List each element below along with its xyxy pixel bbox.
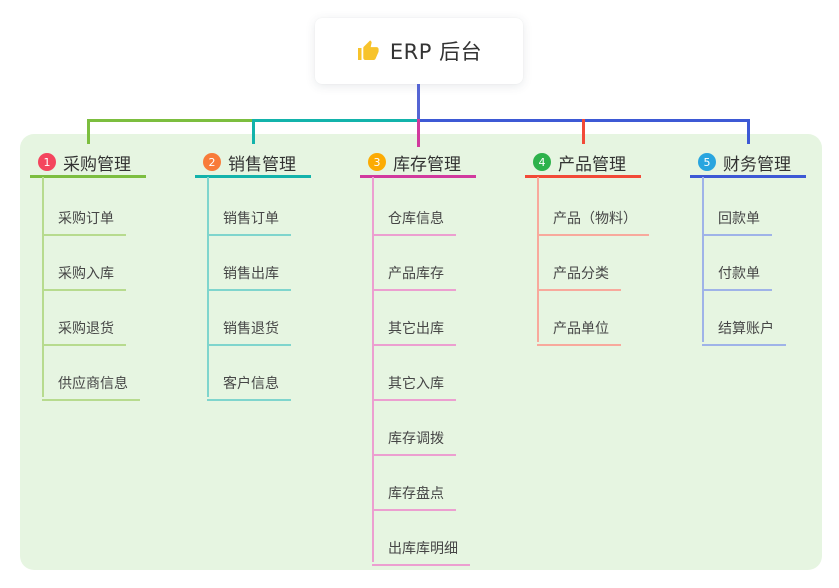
child-node[interactable]: 销售退货 xyxy=(207,312,291,346)
child-node[interactable]: 销售订单 xyxy=(207,202,291,236)
child-node[interactable]: 采购退货 xyxy=(42,312,126,346)
branch-spine-line xyxy=(207,177,209,397)
branch-title[interactable]: 2 销售管理 xyxy=(195,150,296,175)
child-label: 产品（物料） xyxy=(553,211,637,227)
child-label: 采购订单 xyxy=(58,211,114,227)
branches-panel xyxy=(20,134,822,570)
branch-label: 财务管理 xyxy=(723,154,791,175)
child-label: 销售出库 xyxy=(223,266,279,282)
child-node[interactable]: 客户信息 xyxy=(207,367,291,401)
branch-number-badge: 2 xyxy=(203,153,221,171)
child-node[interactable]: 产品分类 xyxy=(537,257,621,291)
branch-drop-line xyxy=(87,119,90,144)
child-label: 仓库信息 xyxy=(388,211,444,227)
child-node[interactable]: 回款单 xyxy=(702,202,772,236)
child-label: 其它出库 xyxy=(388,321,444,337)
child-label: 其它入库 xyxy=(388,376,444,392)
child-node[interactable]: 出库库明细 xyxy=(372,532,470,566)
branch-label: 库存管理 xyxy=(393,154,461,175)
child-label: 销售退货 xyxy=(223,321,279,337)
branch-title[interactable]: 4 产品管理 xyxy=(525,150,626,175)
root-node[interactable]: ERP 后台 xyxy=(315,18,523,84)
branch-spine-line xyxy=(42,177,44,397)
child-node[interactable]: 其它出库 xyxy=(372,312,456,346)
branch-number-badge: 4 xyxy=(533,153,551,171)
child-label: 库存盘点 xyxy=(388,486,444,502)
child-label: 客户信息 xyxy=(223,376,279,392)
branch-underline xyxy=(360,175,476,178)
root-title: ERP 后台 xyxy=(389,40,483,64)
child-label: 库存调拨 xyxy=(388,431,444,447)
child-node[interactable]: 产品单位 xyxy=(537,312,621,346)
child-label: 回款单 xyxy=(718,211,760,227)
branch-spine-line xyxy=(537,177,539,342)
child-node[interactable]: 库存调拨 xyxy=(372,422,456,456)
branch-title[interactable]: 1 采购管理 xyxy=(30,150,131,175)
branch-underline xyxy=(30,175,146,178)
branch-spine-line xyxy=(372,177,374,562)
child-label: 供应商信息 xyxy=(58,376,128,392)
child-node[interactable]: 采购订单 xyxy=(42,202,126,236)
child-label: 采购入库 xyxy=(58,266,114,282)
branch-drop-line xyxy=(252,119,255,144)
branch-number-badge: 5 xyxy=(698,153,716,171)
child-node[interactable]: 仓库信息 xyxy=(372,202,456,236)
branch-label: 销售管理 xyxy=(228,154,296,175)
trunk-segment xyxy=(87,119,254,122)
branch-label: 产品管理 xyxy=(558,154,626,175)
child-node[interactable]: 采购入库 xyxy=(42,257,126,291)
child-label: 采购退货 xyxy=(58,321,114,337)
branch-drop-line xyxy=(582,119,585,144)
child-label: 出库库明细 xyxy=(388,541,458,557)
branch-underline xyxy=(525,175,641,178)
root-connector-line xyxy=(417,84,420,122)
child-label: 付款单 xyxy=(718,266,760,282)
child-label: 销售订单 xyxy=(223,211,279,227)
branch-drop-line xyxy=(417,119,420,147)
child-label: 产品分类 xyxy=(553,266,609,282)
branch-number-badge: 3 xyxy=(368,153,386,171)
child-label: 产品单位 xyxy=(553,321,609,337)
child-node[interactable]: 结算账户 xyxy=(702,312,786,346)
child-label: 结算账户 xyxy=(718,321,774,337)
child-node[interactable]: 库存盘点 xyxy=(372,477,456,511)
thumbs-up-icon xyxy=(357,40,379,60)
child-node[interactable]: 其它入库 xyxy=(372,367,456,401)
child-node[interactable]: 产品库存 xyxy=(372,257,456,291)
branch-title[interactable]: 5 财务管理 xyxy=(690,150,791,175)
branch-title[interactable]: 3 库存管理 xyxy=(360,150,461,175)
child-node[interactable]: 供应商信息 xyxy=(42,367,140,401)
branch-underline xyxy=(690,175,806,178)
child-node[interactable]: 付款单 xyxy=(702,257,772,291)
child-label: 产品库存 xyxy=(388,266,444,282)
child-node[interactable]: 产品（物料） xyxy=(537,202,649,236)
branch-spine-line xyxy=(702,177,704,342)
branch-underline xyxy=(195,175,311,178)
trunk-segment xyxy=(252,119,419,122)
child-node[interactable]: 销售出库 xyxy=(207,257,291,291)
branch-drop-line xyxy=(747,119,750,144)
branch-number-badge: 1 xyxy=(38,153,56,171)
branch-label: 采购管理 xyxy=(63,154,131,175)
